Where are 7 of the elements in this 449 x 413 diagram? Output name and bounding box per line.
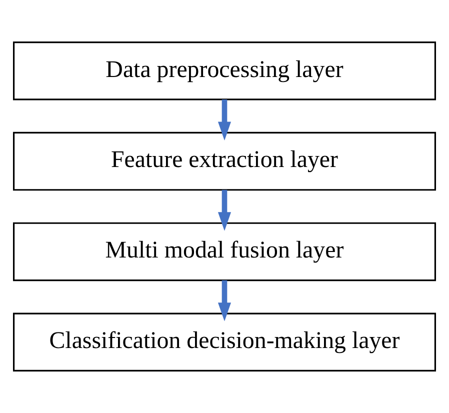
arrow [218, 100, 232, 140]
node-box: Classification decision-making layer [13, 312, 436, 372]
arrow [218, 280, 232, 322]
node-box: Data preprocessing layer [13, 42, 436, 100]
arrow [218, 190, 232, 231]
node-box: Feature extraction layer [13, 132, 436, 191]
node-box: Multi modal fusion layer [13, 222, 436, 282]
